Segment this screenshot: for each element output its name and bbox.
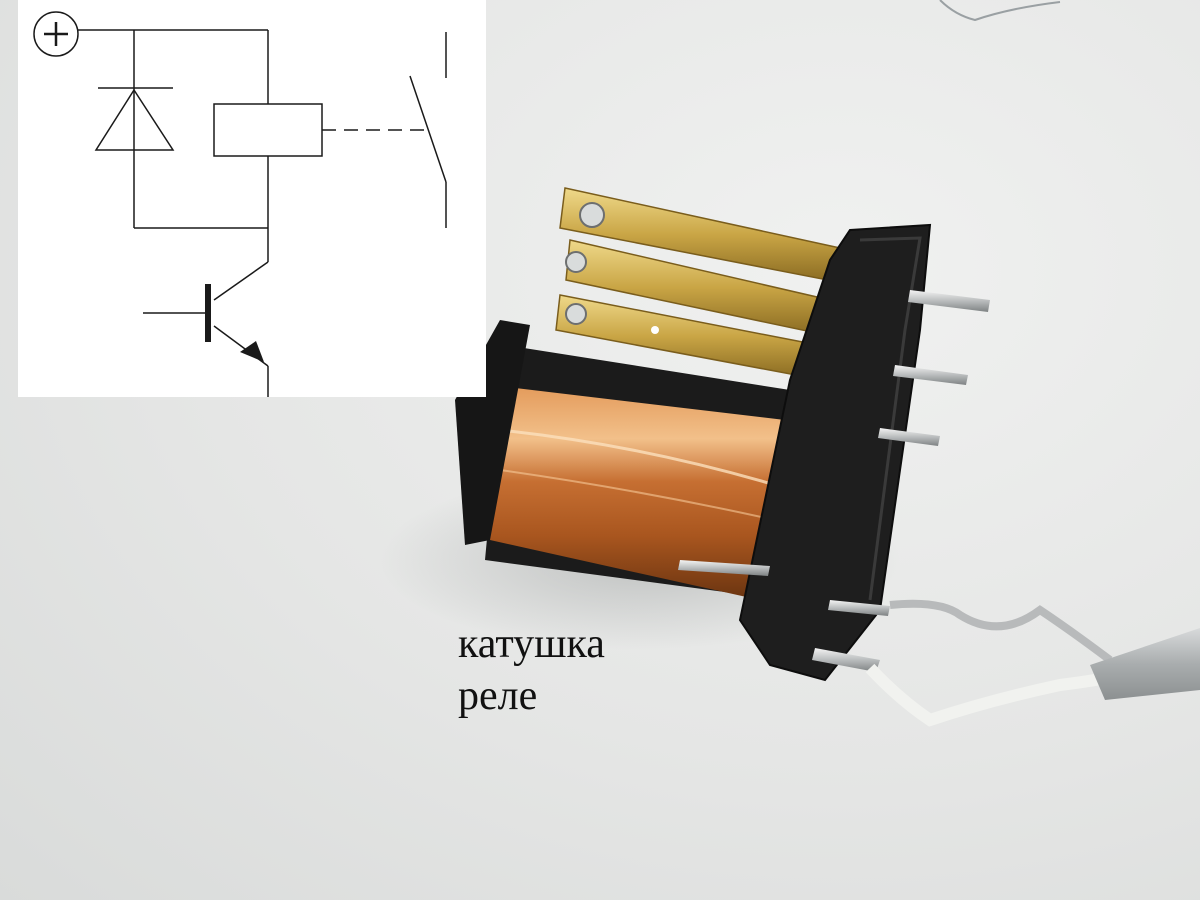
caption-line-1: катушка — [458, 621, 605, 667]
relay-base — [738, 223, 932, 682]
npn-transistor-icon — [205, 284, 211, 342]
cable — [865, 599, 1200, 727]
relay-circuit-schematic — [18, 0, 486, 397]
relay-contacts — [555, 187, 841, 379]
relay-pins — [678, 290, 990, 672]
relay-coil-icon — [213, 103, 323, 157]
pencil-mark — [939, 0, 1061, 22]
caption: катушка реле — [458, 618, 605, 722]
plus-terminal-icon — [33, 11, 79, 57]
copper-coil — [455, 320, 790, 600]
flyback-diode-icon — [94, 88, 175, 151]
caption-line-2: реле — [458, 673, 538, 719]
relay-contact-icon — [409, 75, 447, 183]
